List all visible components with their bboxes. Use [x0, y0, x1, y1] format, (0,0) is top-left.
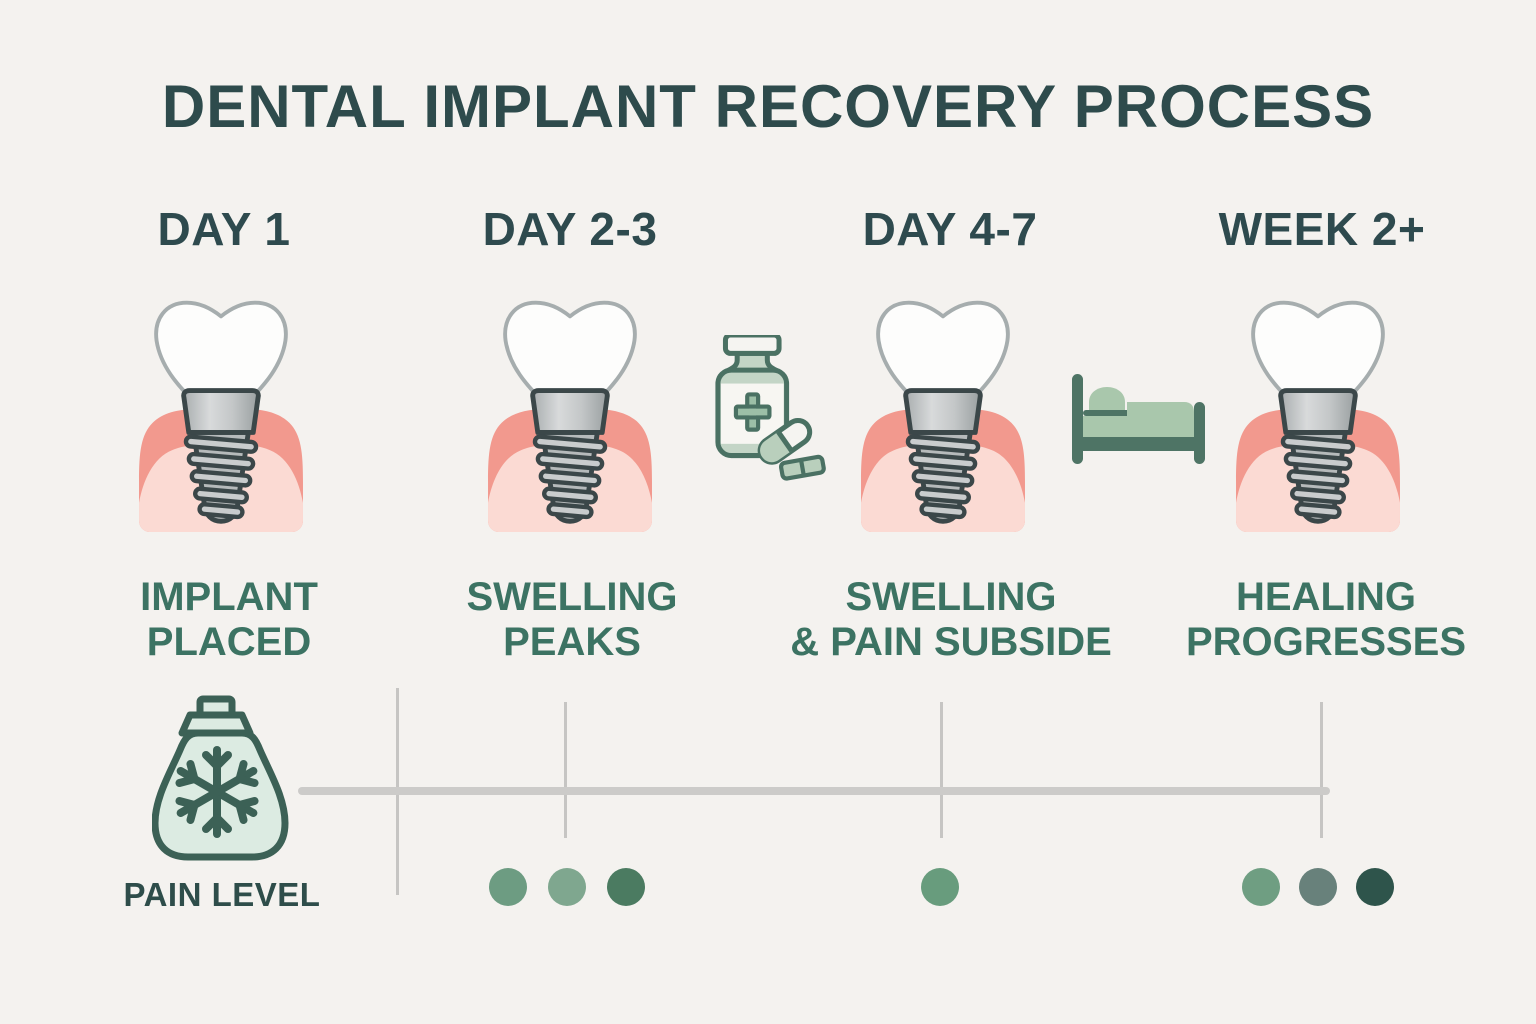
pain-dot — [1242, 868, 1280, 906]
stage-label-day-4-7: DAY 4-7 — [862, 203, 1038, 255]
timeline-axis — [298, 787, 1330, 795]
medical-cross-icon — [733, 392, 772, 432]
stage-caption: HEALING PROGRESSES — [1185, 575, 1467, 664]
stage-caption: IMPLANT PLACED — [140, 575, 318, 664]
pain-dots-day-2-3 — [489, 868, 645, 906]
pain-dots-day-4-7 — [921, 868, 959, 906]
capsule-pill-icon — [757, 417, 813, 465]
ice-pack-icon — [152, 695, 289, 861]
tablet-pill-icon — [778, 454, 826, 481]
timeline-tick — [940, 702, 943, 838]
bed-rest-icon — [1072, 374, 1205, 464]
pain-level-label: PAIN LEVEL — [123, 876, 321, 913]
pain-dot — [607, 868, 645, 906]
dental-implant-icon — [133, 290, 309, 534]
pain-dot — [1299, 868, 1337, 906]
stage-label-day-2-3: DAY 2-3 — [482, 203, 658, 255]
stage-label-day-1: DAY 1 — [157, 203, 291, 255]
pain-dot — [548, 868, 586, 906]
stage-label-week-2plus: WEEK 2+ — [1218, 203, 1426, 255]
dental-implant-icon — [855, 290, 1031, 534]
pain-dot — [921, 868, 959, 906]
dental-implant-icon — [482, 290, 658, 534]
pain-dot — [1356, 868, 1394, 906]
dental-implant-icon — [1230, 290, 1406, 534]
medicine-bottle-icon — [715, 335, 826, 481]
timeline-tick — [564, 702, 567, 838]
page-title: DENTAL IMPLANT RECOVERY PROCESS — [161, 73, 1375, 140]
stage-caption: SWELLING & PAIN SUBSIDE — [790, 575, 1112, 664]
pain-dots-week-2plus — [1242, 868, 1394, 906]
pain-dot — [489, 868, 527, 906]
timeline-tick — [1320, 702, 1323, 838]
stage-caption: SWELLING PEAKS — [466, 575, 678, 664]
